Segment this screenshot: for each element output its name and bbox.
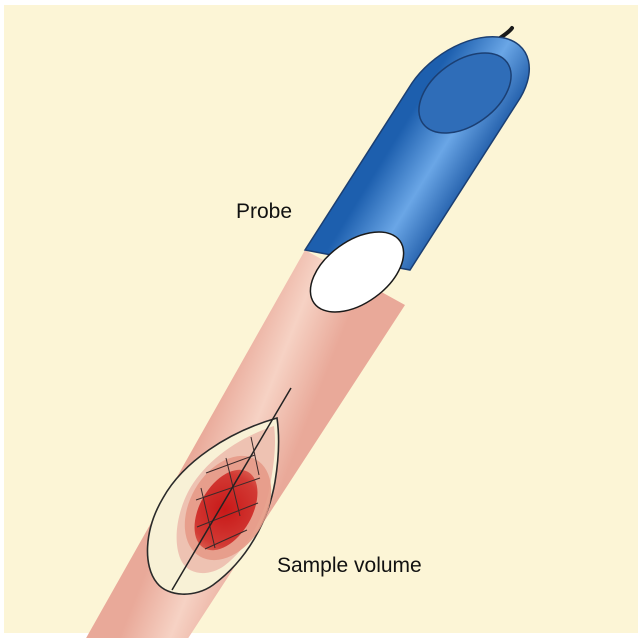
sample-volume-label: Sample volume <box>277 555 422 576</box>
probe-label: Probe <box>236 201 292 222</box>
